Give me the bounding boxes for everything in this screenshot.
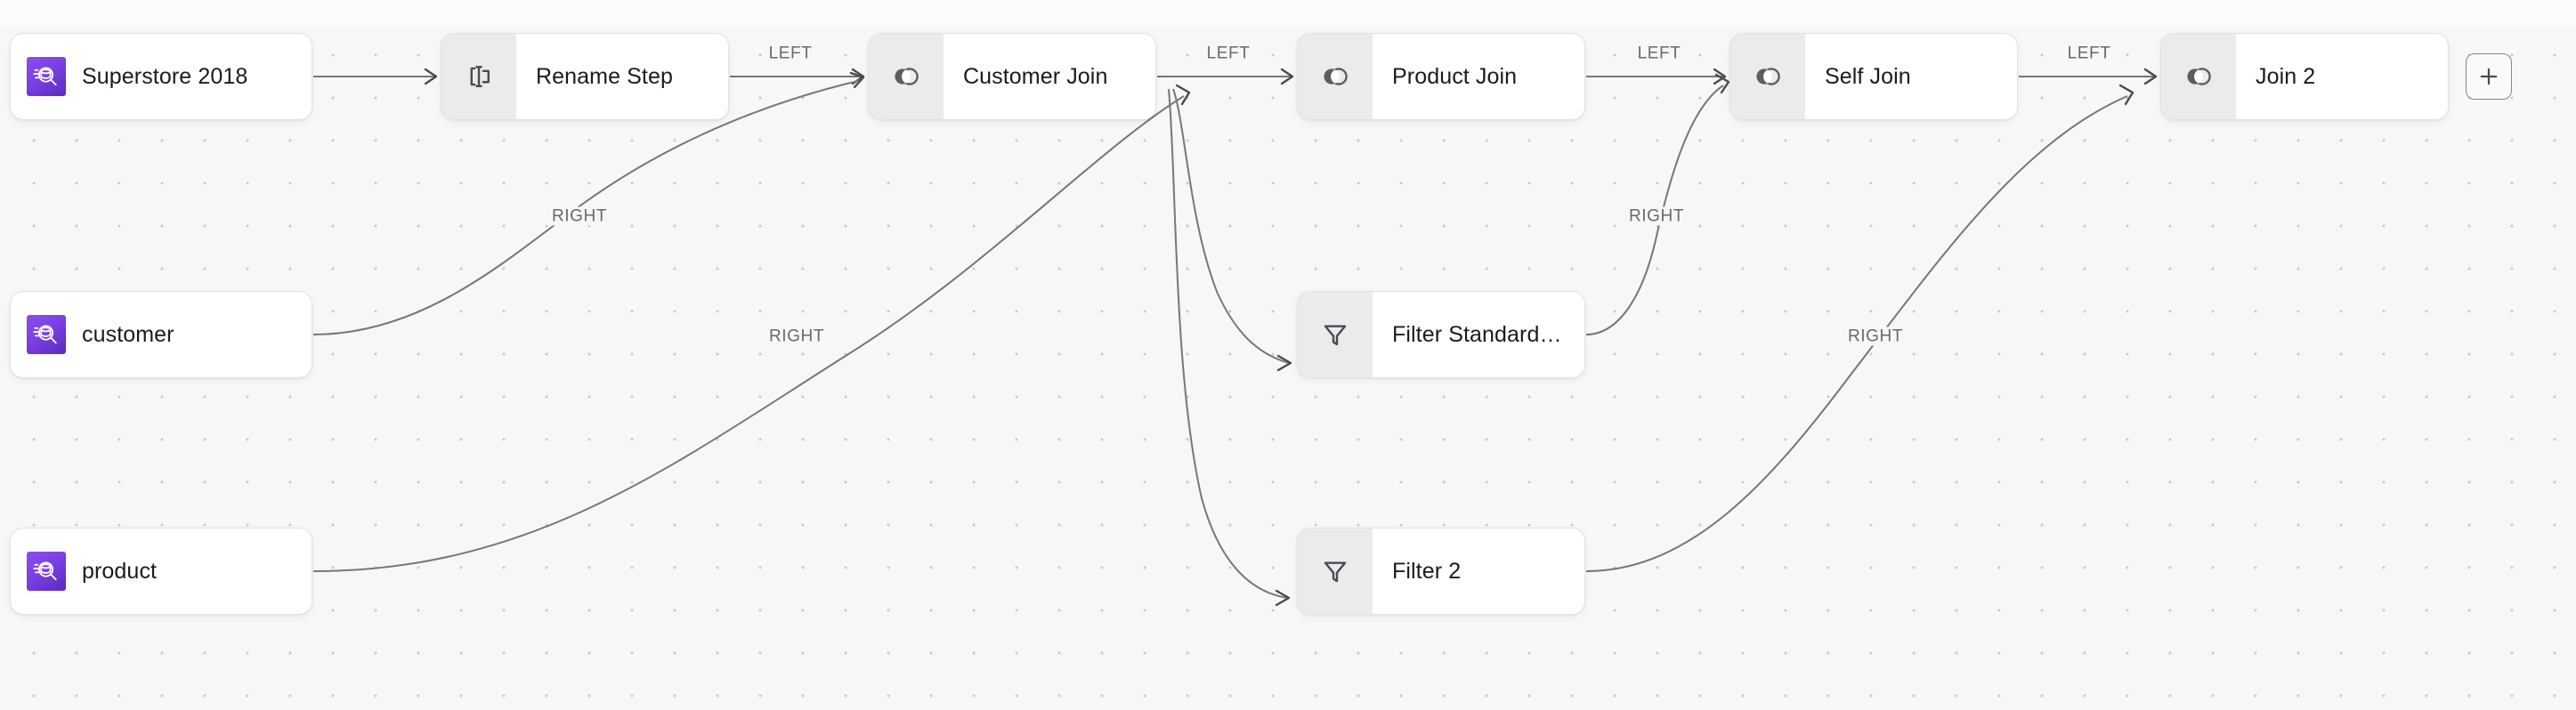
- edge-filter-standard-to-self-join: [1585, 73, 1730, 335]
- filter-icon: [1298, 292, 1373, 377]
- edge-superstore-to-rename: [313, 68, 438, 85]
- edge-product-join-to-self-join: [1586, 68, 1727, 85]
- node-label: Rename Step: [536, 64, 673, 89]
- node-rename-step[interactable]: Rename Step: [441, 34, 728, 119]
- node-body: Product Join: [1373, 34, 1584, 119]
- node-superstore-2018[interactable]: Superstore 2018: [11, 34, 312, 119]
- edge-customer-join-to-filter-2: [1168, 88, 1291, 607]
- join-icon: [1730, 34, 1805, 119]
- node-label: Filter Standard…: [1392, 322, 1562, 347]
- node-body: Rename Step: [516, 34, 728, 119]
- edge-label-left: LEFT: [1202, 44, 1255, 63]
- node-body: Customer Join: [944, 34, 1155, 119]
- filter-icon: [1298, 528, 1373, 614]
- add-step-button[interactable]: [2466, 53, 2512, 100]
- edge-product-to-product-join: [312, 84, 1191, 572]
- rename-icon: [441, 34, 516, 119]
- node-label: Self Join: [1825, 64, 1911, 89]
- edge-label-right: RIGHT: [547, 206, 612, 226]
- node-filter-standard[interactable]: Filter Standard…: [1298, 292, 1584, 377]
- edge-label-right: RIGHT: [764, 327, 830, 346]
- node-label: customer: [82, 322, 174, 347]
- node-product-join[interactable]: Product Join: [1298, 34, 1584, 119]
- node-label: Filter 2: [1392, 559, 1462, 584]
- canvas-top-edge: [0, 0, 2576, 27]
- datasource-search-icon: [27, 57, 66, 96]
- datasource-search-icon: [27, 315, 66, 354]
- edge-label-left: LEFT: [2062, 44, 2116, 63]
- edge-label-left: LEFT: [764, 44, 817, 63]
- plus-icon: [2480, 68, 2498, 85]
- node-label: Customer Join: [963, 64, 1108, 89]
- edge-rename-to-customer-join: [730, 68, 865, 85]
- edge-self-join-to-join-2: [2019, 68, 2158, 85]
- node-body: Self Join: [1805, 34, 2017, 119]
- edge-label-left: LEFT: [1632, 44, 1686, 63]
- node-body: Join 2: [2236, 34, 2448, 119]
- node-body: Filter 2: [1373, 528, 1584, 614]
- node-product[interactable]: product: [11, 528, 312, 614]
- node-label: product: [82, 559, 158, 584]
- node-label: Superstore 2018: [82, 64, 248, 89]
- node-body: Filter Standard…: [1373, 292, 1584, 377]
- join-icon: [2161, 34, 2236, 119]
- datasource-search-icon: [27, 552, 66, 591]
- join-icon: [1298, 34, 1373, 119]
- edge-customer-join-to-filter-standard: [1172, 88, 1292, 372]
- node-filter-2[interactable]: Filter 2: [1298, 528, 1584, 614]
- edge-customer-join-to-product-join: [1157, 68, 1294, 85]
- edge-label-right: RIGHT: [1624, 206, 1689, 226]
- edge-label-right: RIGHT: [1843, 327, 1908, 346]
- node-customer-join[interactable]: Customer Join: [869, 34, 1155, 119]
- node-customer[interactable]: customer: [11, 292, 312, 377]
- node-label: Join 2: [2256, 64, 2316, 89]
- node-label: Product Join: [1392, 64, 1518, 89]
- join-icon: [869, 34, 944, 119]
- node-self-join[interactable]: Self Join: [1730, 34, 2017, 119]
- node-join-2[interactable]: Join 2: [2161, 34, 2448, 119]
